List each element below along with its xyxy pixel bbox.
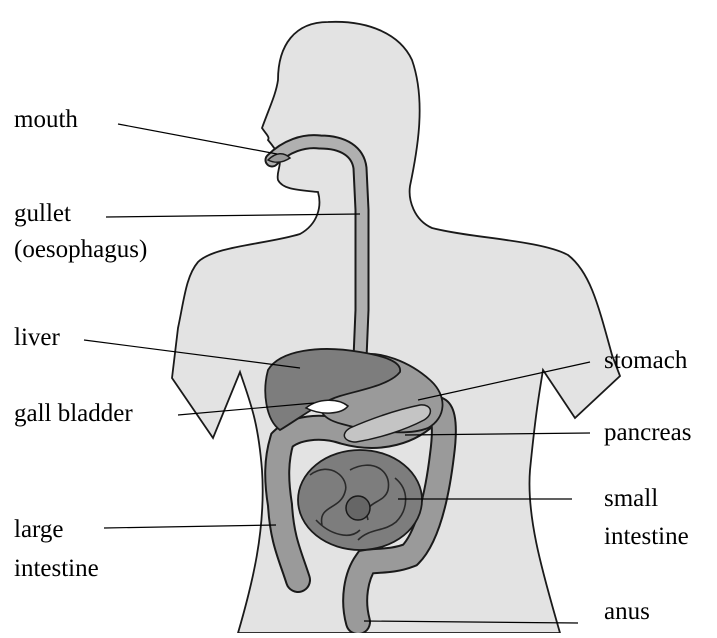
label-liver: liver [14,323,60,353]
leader-large-intestine [104,525,276,528]
label-gullet: gullet [14,199,71,229]
small-intestine [298,450,422,550]
label-gall-bladder: gall bladder [14,399,133,429]
label-anus: anus [604,597,650,627]
label-large: large [14,515,64,545]
label-stomach: stomach [604,346,687,376]
label-mouth: mouth [14,105,78,135]
label-oesophagus: (oesophagus) [14,235,147,265]
label-small: small [604,484,658,514]
leader-mouth [118,124,277,154]
label-pancreas: pancreas [604,418,691,448]
label-large-intestine: intestine [14,554,99,584]
label-small-intestine: intestine [604,522,689,552]
